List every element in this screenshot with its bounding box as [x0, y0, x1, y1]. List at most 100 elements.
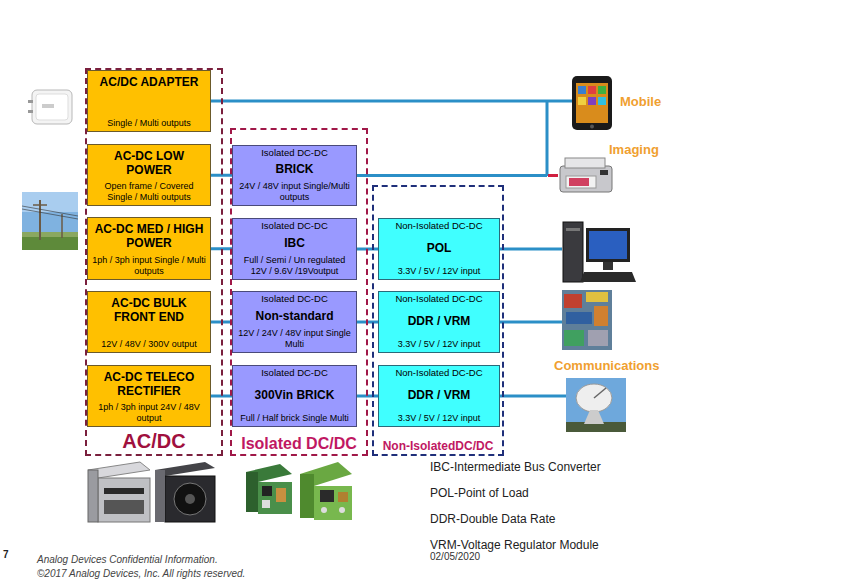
brick-module-photo: [262, 500, 270, 508]
date-stamp: 02/05/2020: [430, 551, 480, 562]
box-text: Full / Half brick Single Multi: [240, 413, 349, 423]
abbreviation-note: DDR-Double Data Rate: [430, 512, 555, 526]
printer-photo: [565, 158, 605, 168]
box-title: Non-Isolated DC-DC: [395, 294, 482, 305]
power-line-photo: [22, 192, 78, 250]
phone-photo: [572, 76, 612, 130]
abbreviation-note: VRM-Voltage Regulator Module: [430, 538, 599, 552]
category-label: Mobile: [620, 94, 661, 109]
power-line-photo: [22, 209, 78, 219]
box-text: Single / Multi outputs: [107, 118, 191, 128]
power-line-photo: [22, 206, 78, 216]
fan-supply-photo: [165, 476, 215, 522]
isolated-box: Isolated DC-DCNon-standard12V / 24V / 48…: [232, 291, 357, 353]
charger-icon: [32, 90, 72, 124]
category-label: Communications: [554, 358, 659, 373]
box-title: Non-Isolated DC-DC: [395, 221, 482, 232]
power-line-photo: [22, 236, 78, 250]
group-region: Isolated DC/DC Isolated DC-DCBRICK24V / 4…: [230, 128, 368, 456]
non-isolated-box: Non-Isolated DC-DCDDR / VRM3.3V / 5V / 1…: [378, 291, 500, 353]
group-heading: Isolated DC/DC: [232, 435, 366, 453]
rack-supply-photo: [104, 500, 144, 514]
computer-photo: [580, 272, 636, 282]
non-isolated-box: Non-Isolated DC-DCPOL3.3V / 5V / 12V inp…: [378, 218, 500, 280]
pcb-module-photo: [300, 462, 352, 520]
phone-photo: [572, 76, 612, 130]
satellite-dish-photo: [576, 384, 612, 412]
satellite-dish-photo: [584, 410, 604, 424]
printer-photo: [560, 166, 612, 192]
fan-supply-photo: [185, 494, 195, 504]
box-title: Non-Isolated DC-DC: [395, 368, 482, 379]
pcb-module-photo: [339, 507, 345, 513]
brick-module-photo: [246, 472, 258, 512]
rack-supply-photo: [88, 470, 98, 522]
box-text: 1ph / 3ph input 24V / 48V output: [91, 402, 207, 423]
box-title: Isolated DC-DC: [261, 294, 328, 305]
brick-module-photo: [262, 486, 272, 496]
group-region: AC/DC AC/DC ADAPTER Single / Multi outputs…: [85, 68, 223, 456]
ac-dc-box: AC-DC BULK FRONT END 12V / 48V / 300V out…: [87, 291, 211, 353]
fan-supply-photo: [155, 462, 215, 522]
box-title: AC/DC ADAPTER: [100, 76, 199, 90]
group-heading: AC/DC: [87, 430, 221, 453]
box-title: Isolated DC-DC: [261, 148, 328, 159]
box-title: AC-DC BULK FRONT END: [91, 297, 207, 325]
wire: [211, 100, 572, 103]
phone-photo: [598, 86, 606, 94]
group-region: Non-IsolatedDC/DC Non-Isolated DC-DCPOL3.…: [372, 185, 504, 456]
category-label: Imaging: [609, 142, 659, 157]
computer-photo: [589, 231, 627, 259]
printer-photo: [600, 170, 608, 175]
box-text: 12V / 24V / 48V input Single Multi: [236, 328, 353, 349]
brick-module-photo: [276, 488, 286, 502]
phone-photo: [578, 97, 586, 105]
fan-supply-photo: [155, 470, 165, 522]
group-heading: Non-IsolatedDC/DC: [374, 439, 502, 453]
box-title: AC-DC TELECO RECTIFIER: [91, 371, 207, 399]
box-text: 3.3V / 5V / 12V input: [398, 413, 481, 423]
ac-dc-box: AC-DC TELECO RECTIFIER 1ph / 3ph input 24…: [87, 365, 211, 427]
abbreviation-note: POL-Point of Load: [430, 486, 529, 500]
rack-supply-photo: [98, 478, 150, 522]
copyright-note: ©2017 Analog Devices, Inc. All rights re…: [37, 568, 245, 579]
rack-supply-photo: [88, 462, 150, 522]
box-text: 24V / 48V input Single/Multi outputs: [236, 181, 353, 202]
electronics-photo: [562, 290, 612, 350]
ac-dc-box: AC-DC LOW POWEROpen frame / Covered Sing…: [87, 144, 211, 206]
isolated-box: Isolated DC-DC300Vin BRICKFull / Half br…: [232, 365, 357, 427]
wire: [546, 101, 549, 176]
power-line-photo: [39, 200, 41, 240]
page-number: 7: [3, 549, 9, 560]
rack-supply-photo: [104, 488, 144, 494]
box-text: 1ph / 3ph input Single / Multi outputs: [91, 255, 207, 276]
pcb-module-photo: [320, 490, 334, 502]
ac-dc-box: AC/DC ADAPTER Single / Multi outputs: [87, 70, 211, 132]
electronics-photo: [562, 290, 612, 350]
box-text: 12V / 48V / 300V output: [101, 339, 197, 349]
phone-photo: [578, 86, 586, 94]
box-text: Full / Semi / Un regulated 12V / 9.6V /1…: [236, 255, 353, 276]
pcb-module-photo: [338, 492, 348, 502]
satellite-dish-photo: [566, 378, 626, 432]
electronics-photo: [566, 312, 592, 324]
wire: [357, 174, 547, 177]
box-text: 300Vin BRICK: [255, 389, 335, 403]
wire: [500, 248, 562, 251]
box-text: 3.3V / 5V / 12V input: [398, 339, 481, 349]
brick-module-photo: [246, 464, 292, 514]
wire: [500, 395, 566, 398]
wire-stub: [548, 175, 558, 176]
charger-icon: [42, 104, 54, 108]
electronics-photo: [564, 330, 584, 346]
box-title: AC-DC MED / HIGH POWER: [91, 223, 207, 251]
isolated-box: Isolated DC-DCBRICK24V / 48V input Singl…: [232, 145, 357, 206]
power-line-photo: [61, 214, 63, 238]
electronics-photo: [586, 292, 608, 302]
box-text: Open frame / Covered Single / Multi outp…: [91, 181, 207, 202]
printer-photo: [566, 176, 596, 188]
phone-photo: [588, 97, 596, 105]
phone-photo: [598, 97, 606, 105]
phone-photo: [588, 86, 596, 94]
